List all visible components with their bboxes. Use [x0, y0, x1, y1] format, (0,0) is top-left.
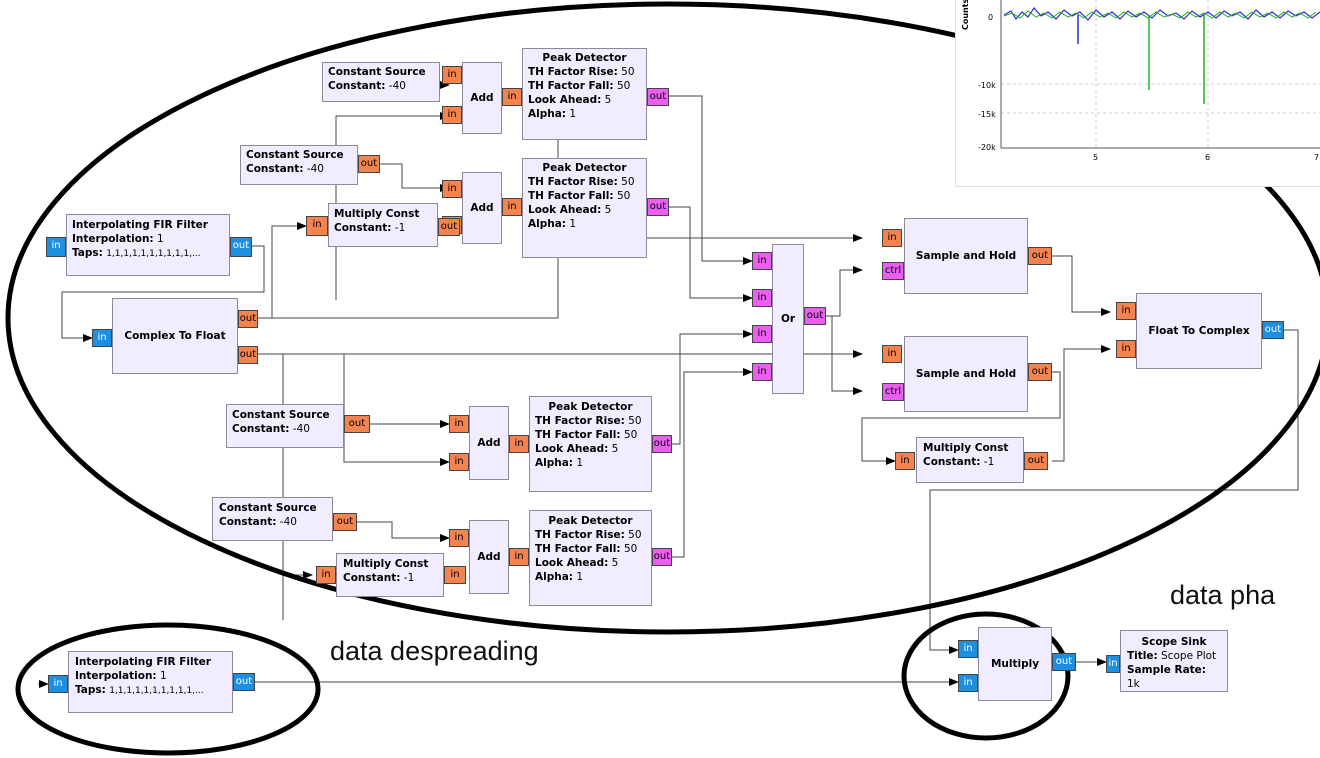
constant-source-block-1[interactable]: Constant Source Constant: -40	[322, 62, 440, 102]
interpolating-fir-filter-block-1[interactable]: Interpolating FIR Filter Interpolation: …	[66, 214, 230, 276]
add-block-2[interactable]: Add	[462, 172, 502, 244]
annotation-data-despreading: data despreading	[330, 636, 539, 666]
annotation-data-phase: data pha	[1170, 580, 1276, 610]
in-port[interactable]: in	[502, 198, 522, 216]
in-port[interactable]: in	[46, 237, 66, 257]
plot-ytick-2: -15k	[978, 110, 996, 119]
out-port[interactable]: in	[502, 88, 522, 106]
peak-detector-block-3[interactable]: Peak Detector TH Factor Rise: 50 TH Fact…	[529, 396, 652, 492]
out-port[interactable]: out	[647, 88, 669, 106]
peak-detector-block-1[interactable]: Peak Detector TH Factor Rise: 50 TH Fact…	[522, 48, 647, 140]
in-port[interactable]: in	[882, 345, 902, 363]
out-port[interactable]: out	[1028, 247, 1052, 265]
or-block[interactable]: Or	[772, 244, 804, 394]
multiply-const-block-3[interactable]: Multiply Const Constant: -1	[336, 553, 444, 597]
in-port[interactable]: in	[449, 529, 469, 547]
in-port[interactable]: in	[449, 415, 469, 433]
peak-detector-block-4[interactable]: Peak Detector TH Factor Rise: 50 TH Fact…	[529, 510, 652, 606]
out-port[interactable]: out	[1052, 653, 1076, 671]
constant-source-block-2[interactable]: Constant Source Constant: -40	[240, 145, 358, 185]
add-block-3[interactable]: Add	[469, 406, 509, 480]
out-port[interactable]: out	[230, 237, 252, 257]
out-port[interactable]: out	[438, 218, 460, 236]
sample-and-hold-block-1[interactable]: Sample and Hold	[904, 218, 1028, 294]
scope-plot: Counts 0 -10k -15k -20k 5 6 7	[955, 0, 1320, 187]
in-port[interactable]: in	[958, 640, 978, 658]
multiply-const-block-1[interactable]: Multiply Const Constant: -1	[328, 203, 438, 247]
plot-xtick-2: 7	[1314, 153, 1319, 162]
out-port[interactable]: out	[1028, 363, 1052, 381]
in-port[interactable]: in	[442, 106, 462, 124]
plot-ytick-1: -10k	[978, 81, 996, 90]
in-port[interactable]: in	[442, 180, 462, 198]
plot-ylabel: Counts	[961, 0, 970, 30]
in-port[interactable]: in	[752, 325, 772, 343]
add-block-4[interactable]: Add	[469, 520, 509, 594]
out-port[interactable]: out	[358, 155, 380, 173]
block-param: Constant: -40	[328, 80, 406, 92]
out-port[interactable]: out	[652, 435, 672, 453]
in-port[interactable]: in	[48, 675, 68, 693]
interpolating-fir-filter-block-2[interactable]: Interpolating FIR Filter Interpolation: …	[68, 651, 233, 713]
in-port[interactable]: in	[316, 566, 336, 584]
scope-sink-block[interactable]: Scope Sink Title: Scope Plot Sample Rate…	[1120, 630, 1228, 692]
ctrl-port[interactable]: ctrl	[882, 383, 904, 401]
in-port[interactable]: in	[958, 674, 978, 692]
out-port[interactable]: in	[442, 66, 462, 84]
in-port[interactable]: in	[1116, 302, 1136, 320]
sample-and-hold-block-2[interactable]: Sample and Hold	[904, 336, 1028, 412]
in-port[interactable]: in	[92, 329, 112, 347]
in-port[interactable]: in	[752, 252, 772, 270]
out-port[interactable]: in	[444, 566, 466, 584]
in-port[interactable]: in	[895, 452, 915, 470]
in-port[interactable]: in	[752, 289, 772, 307]
plot-xtick-0: 5	[1093, 153, 1098, 162]
in-port[interactable]: in	[882, 229, 902, 247]
float-to-complex-block[interactable]: Float To Complex	[1136, 293, 1262, 369]
out-port[interactable]: out	[344, 415, 370, 433]
multiply-const-block-2[interactable]: Multiply Const Constant: -1	[916, 437, 1024, 483]
plot-ytick-3: -20k	[978, 143, 996, 152]
out-port[interactable]: out	[1024, 452, 1048, 470]
constant-source-block-4[interactable]: Constant Source Constant: -40	[212, 497, 333, 541]
out-port[interactable]: out	[238, 310, 258, 328]
complex-to-float-block[interactable]: Complex To Float	[112, 298, 238, 374]
in-port[interactable]: in	[1106, 655, 1120, 673]
multiply-block[interactable]: Multiply	[978, 627, 1052, 701]
in-port[interactable]: in	[1116, 340, 1136, 358]
out-port[interactable]: out	[233, 673, 255, 691]
in-port[interactable]: in	[449, 453, 469, 471]
out-port[interactable]: out	[804, 307, 826, 325]
block-title: Constant Source	[328, 66, 426, 78]
add-block-1[interactable]: Add	[462, 62, 502, 134]
out-port[interactable]: out	[647, 198, 669, 216]
out-port[interactable]: out	[333, 513, 357, 531]
out-port[interactable]: out	[1262, 321, 1284, 339]
peak-detector-block-2[interactable]: Peak Detector TH Factor Rise: 50 TH Fact…	[522, 158, 647, 258]
out-port[interactable]: out	[238, 346, 258, 364]
in-port[interactable]: in	[509, 435, 529, 453]
constant-source-block-3[interactable]: Constant Source Constant: -40	[226, 404, 344, 448]
in-port[interactable]: in	[306, 216, 328, 236]
out-port[interactable]: out	[652, 548, 672, 566]
in-port[interactable]: in	[509, 548, 529, 566]
plot-ytick-0: 0	[988, 13, 993, 22]
plot-xtick-1: 6	[1205, 153, 1210, 162]
ctrl-port[interactable]: ctrl	[882, 262, 904, 280]
in-port[interactable]: in	[752, 363, 772, 381]
